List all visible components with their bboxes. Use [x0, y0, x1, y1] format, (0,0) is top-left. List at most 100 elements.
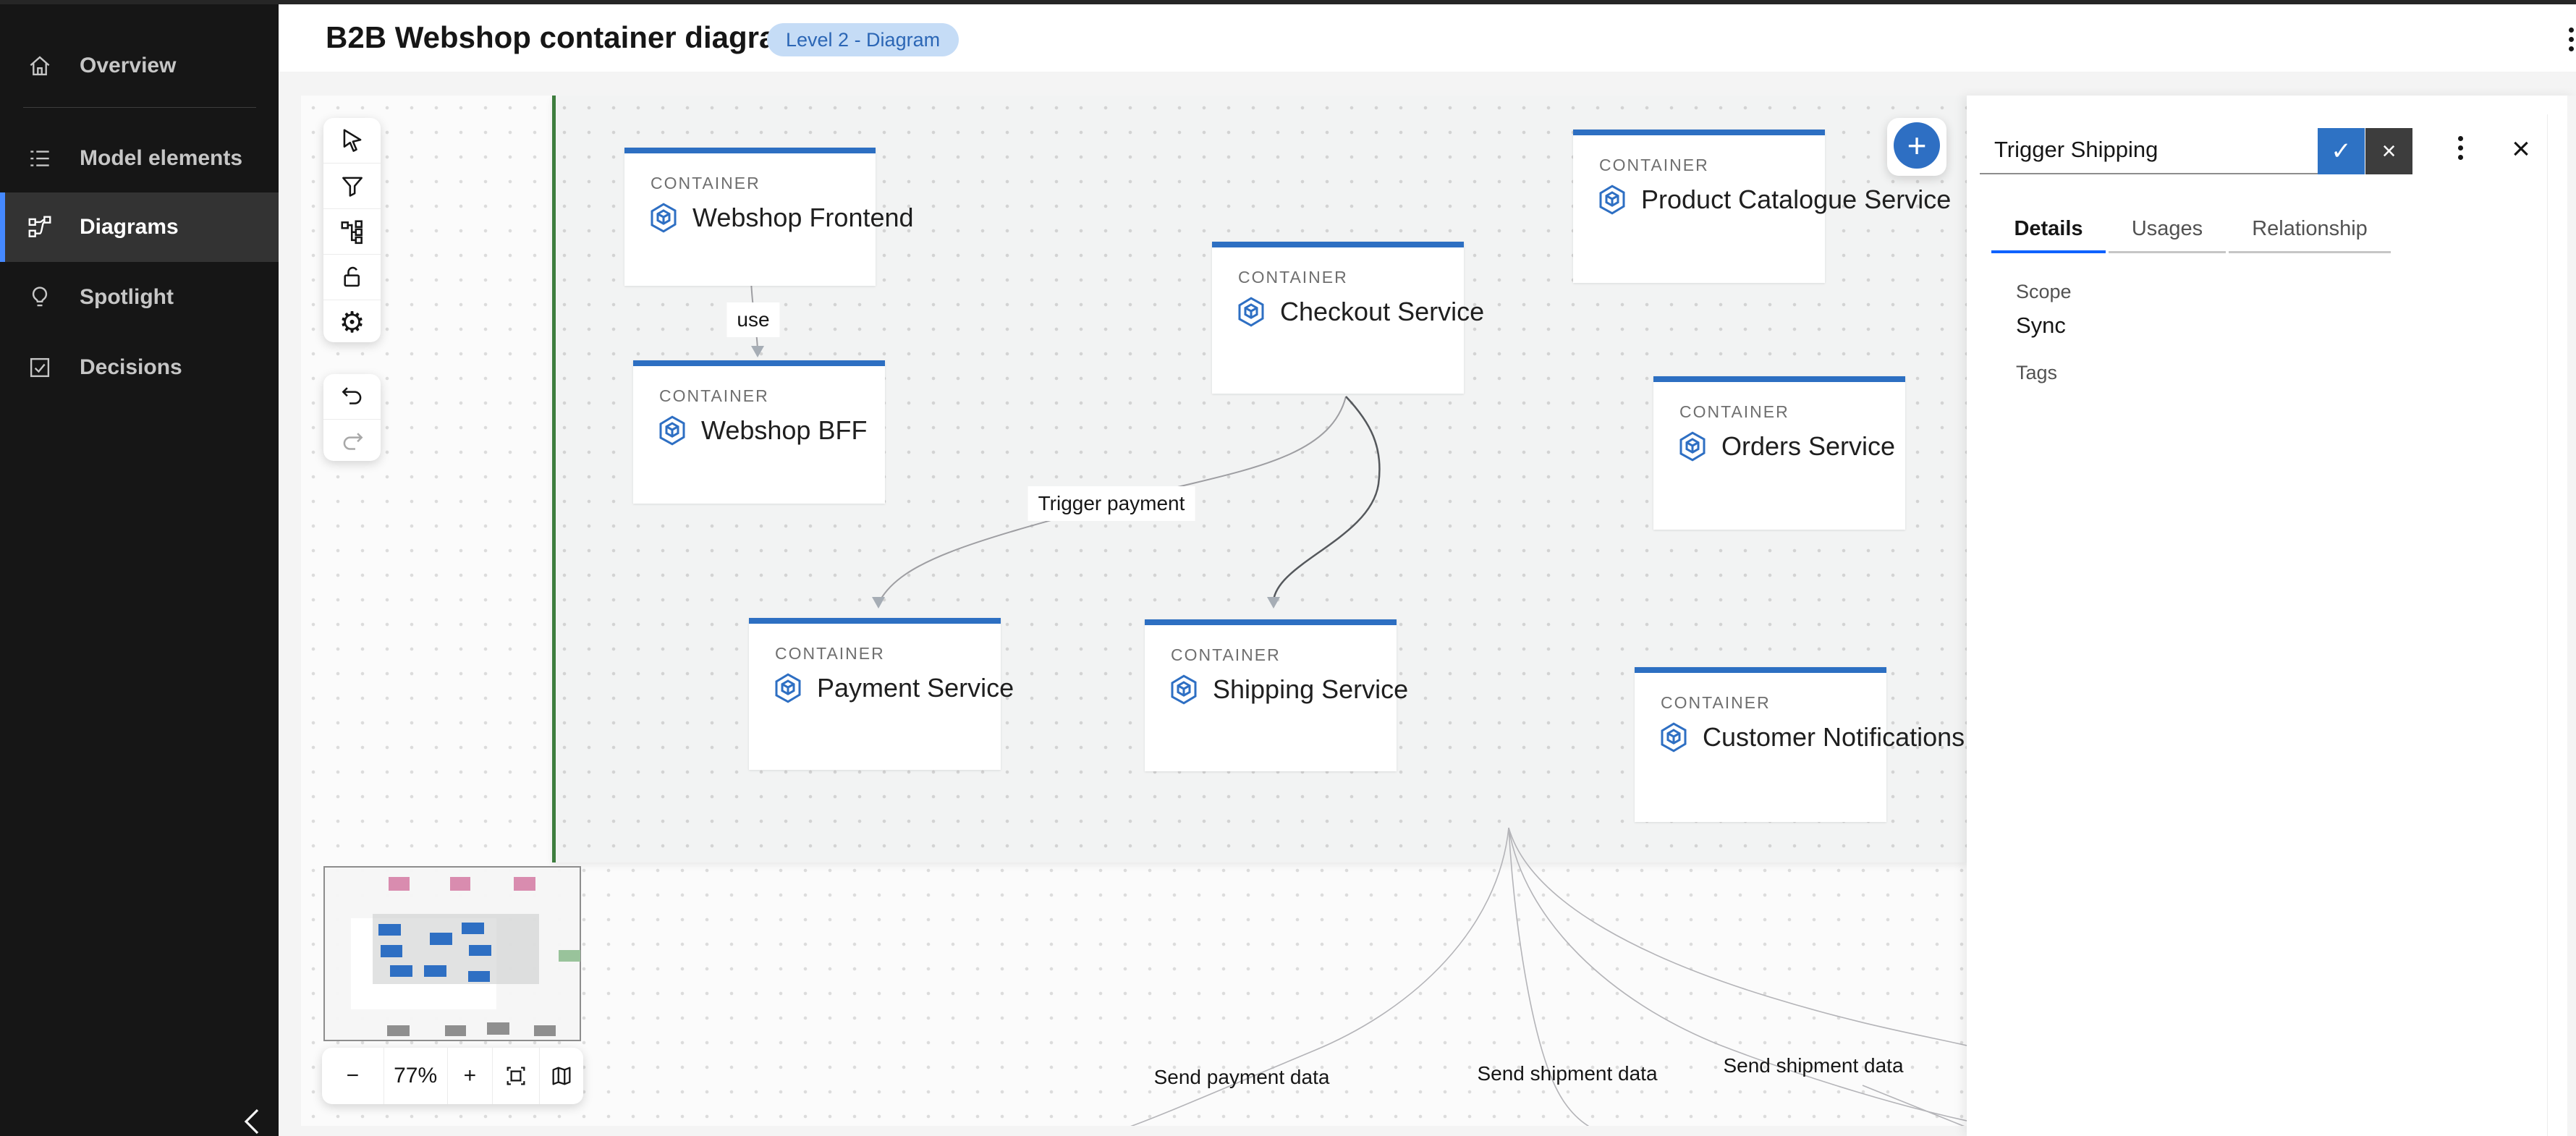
edge-label[interactable]: Send shipment data: [1723, 1054, 1904, 1077]
container-icon: [1675, 429, 1710, 464]
edge-label[interactable]: use: [726, 302, 780, 337]
fan-edge-2[interactable]: [1508, 827, 1590, 1126]
panel-overflow-menu-icon[interactable]: [2446, 132, 2475, 169]
close-panel-icon[interactable]: ×: [2512, 131, 2530, 166]
confirm-button[interactable]: ✓: [2318, 128, 2365, 174]
list-icon: [26, 145, 54, 172]
minimap-blue-rect: [468, 971, 490, 982]
unlock-tool-button[interactable]: [323, 254, 381, 300]
home-icon: [26, 52, 54, 80]
minimap-blue-rect: [424, 965, 446, 977]
container-icon: [771, 671, 805, 705]
node-name: Webshop Frontend: [692, 203, 914, 232]
add-node-card: +: [1887, 118, 1946, 176]
container-icon: [646, 200, 681, 235]
level-badge: Level 2 - Diagram: [767, 23, 959, 56]
checkbox-icon: [26, 354, 54, 381]
node-name: Webshop BFF: [701, 415, 868, 445]
fit-view-icon[interactable]: [492, 1048, 539, 1104]
minimap-blue-rect: [462, 923, 484, 934]
container-icon: [1234, 294, 1268, 329]
tab-details[interactable]: Details: [1991, 211, 2106, 253]
minimap-blue-rect: [430, 933, 452, 945]
tree-tool-button[interactable]: [323, 208, 381, 254]
minimap-gray-rect: [445, 1025, 466, 1036]
redo-icon[interactable]: [323, 419, 381, 465]
node-type-label: CONTAINER: [1599, 156, 1709, 174]
container-node[interactable]: CONTAINER Orders Service: [1653, 376, 1905, 530]
scrollbar-track[interactable]: [2567, 96, 2576, 1136]
tab-usages[interactable]: Usages: [2109, 211, 2226, 253]
node-name: Orders Service: [1721, 431, 1896, 461]
minimap-pink-rect: [514, 877, 535, 891]
zoom-in-button[interactable]: +: [446, 1048, 493, 1104]
minimap-blue-rect: [390, 965, 412, 977]
sidebar-item-label: Spotlight: [80, 285, 174, 309]
map-icon[interactable]: [539, 1048, 583, 1104]
node-type-label: CONTAINER: [1171, 645, 1281, 664]
minimap-blue-rect: [378, 924, 401, 936]
system-boundary-edge: [552, 96, 556, 862]
container-node[interactable]: CONTAINER Checkout Service: [1212, 242, 1484, 394]
node-name: Checkout Service: [1280, 297, 1485, 326]
sidebar-item-spotlight[interactable]: Spotlight: [0, 263, 279, 332]
node-type-label: CONTAINER: [1238, 268, 1348, 287]
sidebar-item-label: Diagrams: [80, 215, 179, 239]
zoom-level: 77%: [383, 1048, 447, 1104]
properties-panel: Trigger Shipping ✓ × × Details Usages Re…: [1967, 96, 2576, 1136]
filter-tool-button[interactable]: [323, 163, 381, 208]
node-type-label: CONTAINER: [1679, 402, 1789, 421]
minimap-gray-rect: [487, 1022, 509, 1035]
minimap-blue-rect: [469, 945, 491, 956]
container-node[interactable]: CONTAINER Webshop BFF: [633, 360, 885, 504]
node-name: Payment Service: [817, 673, 1014, 703]
trigger-shipping-edge-selected[interactable]: [1272, 396, 1381, 601]
edge-label[interactable]: Send shipment data: [1477, 1062, 1658, 1085]
canvas-toolbar: ⚙: [323, 118, 381, 342]
sidebar-item-overview[interactable]: Overview: [0, 31, 279, 101]
fan-edge-4[interactable]: [1508, 827, 1967, 1046]
header-overflow-menu-icon[interactable]: [2556, 23, 2576, 56]
container-node[interactable]: CONTAINER Payment Service: [749, 618, 1014, 770]
window-top-strip: [0, 0, 2576, 4]
tab-relationship[interactable]: Relationship: [2229, 211, 2391, 253]
fan-edge-1[interactable]: [1128, 827, 1509, 1126]
node-type-label: CONTAINER: [775, 644, 885, 663]
container-node[interactable]: CONTAINER Shipping Service: [1145, 619, 1408, 771]
scope-value: Sync: [2016, 313, 2066, 338]
container-icon: [1595, 182, 1630, 217]
node-type-label: CONTAINER: [659, 386, 769, 405]
fan-edge-3[interactable]: [1508, 827, 1967, 1122]
cursor-tool-button[interactable]: [323, 118, 381, 163]
edge-label[interactable]: Send payment data: [1153, 1066, 1330, 1088]
use-edge-arrowhead: [751, 346, 764, 357]
sidebar-item-decisions[interactable]: Decisions: [0, 333, 279, 402]
zoom-out-button[interactable]: −: [346, 1064, 360, 1088]
sidebar-item-model-elements[interactable]: Model elements: [0, 124, 279, 193]
container-icon: [1656, 720, 1691, 755]
minimap-pink-rect: [389, 877, 410, 891]
minimap-blue-rect: [381, 945, 402, 957]
fan-edge-5[interactable]: [1862, 1085, 1967, 1126]
undo-icon[interactable]: [323, 374, 381, 419]
node-type-label: CONTAINER: [651, 174, 760, 192]
gear-icon[interactable]: ⚙: [323, 300, 381, 345]
zoom-toolbar: − 77% +: [322, 1048, 583, 1104]
minimap[interactable]: [323, 866, 581, 1041]
sidebar-collapse-icon[interactable]: [236, 1104, 271, 1136]
container-node[interactable]: CONTAINER Webshop Frontend: [624, 148, 914, 286]
cancel-edit-button[interactable]: ×: [2365, 128, 2412, 174]
add-node-button[interactable]: +: [1894, 122, 1940, 169]
relationship-name-input[interactable]: Trigger Shipping: [1980, 127, 2318, 174]
sidebar-item-diagrams[interactable]: Diagrams: [0, 192, 279, 262]
edge-label[interactable]: Trigger payment: [1028, 486, 1195, 521]
container-icon: [1166, 672, 1201, 707]
sidebar-item-label: Model elements: [80, 146, 243, 170]
node-name: Shipping Service: [1213, 674, 1409, 704]
sidebar-divider: [23, 107, 256, 108]
minimap-green-rect: [559, 950, 580, 962]
edges-layer: [750, 280, 1967, 1126]
